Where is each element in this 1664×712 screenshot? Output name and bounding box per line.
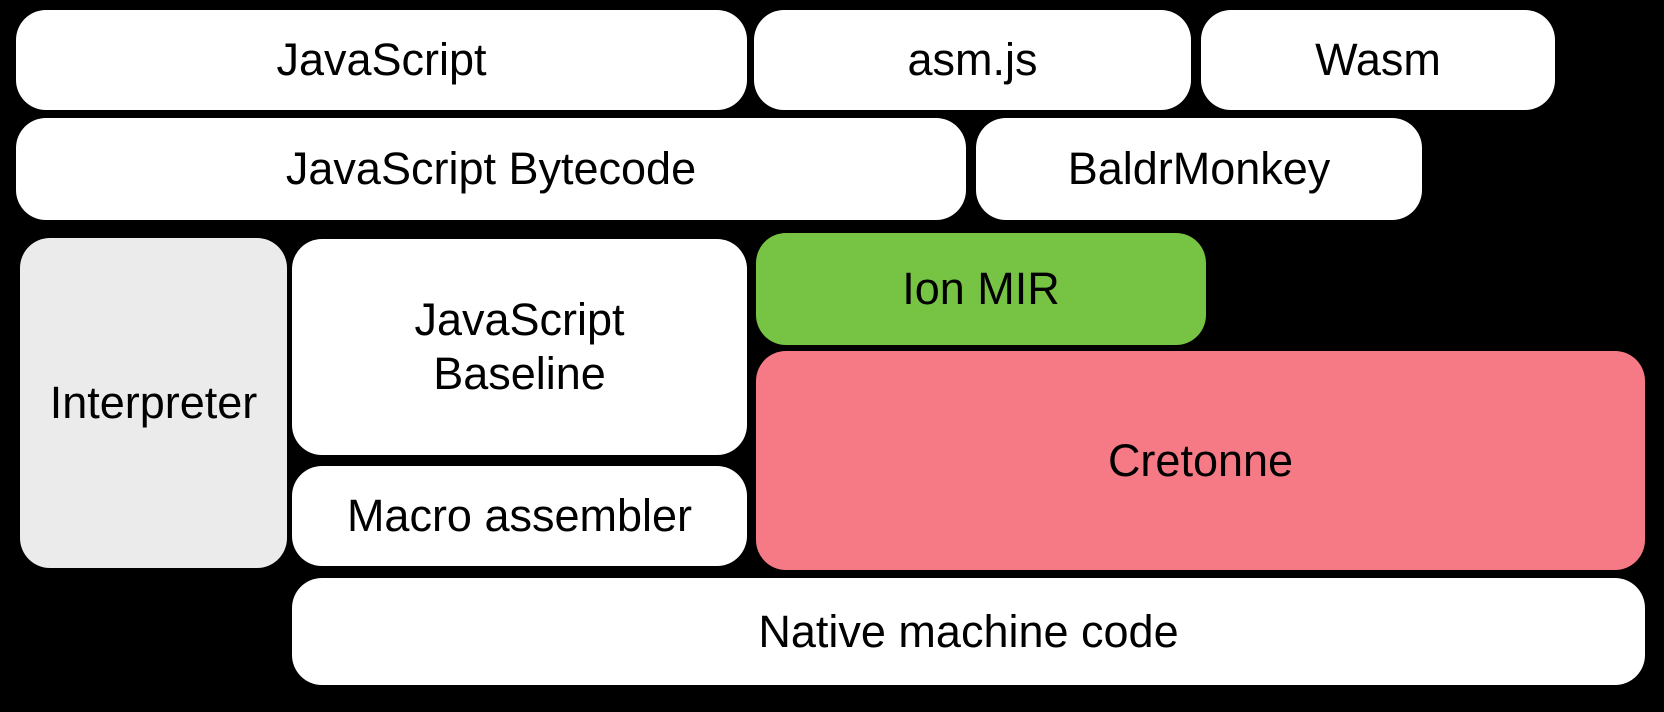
node-label-cretonne: Cretonne xyxy=(1107,434,1294,486)
node-label-javascript-bytecode: JavaScript Bytecode xyxy=(285,143,697,194)
node-javascript-baseline: JavaScript Baseline xyxy=(292,239,747,455)
node-javascript-bytecode: JavaScript Bytecode xyxy=(16,118,966,220)
node-label-wasm: Wasm xyxy=(1315,34,1441,85)
node-label-javascript: JavaScript xyxy=(276,34,487,85)
node-native-machine-code: Native machine code xyxy=(292,578,1645,685)
node-macro-assembler: Macro assembler xyxy=(292,466,747,566)
node-ion-mir: Ion MIR xyxy=(756,233,1206,345)
node-label-asm-js: asm.js xyxy=(907,34,1038,85)
node-label-baldrmonkey: BaldrMonkey xyxy=(1067,143,1331,194)
node-wasm: Wasm xyxy=(1201,10,1555,110)
node-label-macro-assembler: Macro assembler xyxy=(346,490,693,541)
node-cretonne: Cretonne xyxy=(756,351,1645,570)
node-baldrmonkey: BaldrMonkey xyxy=(976,118,1422,220)
node-label-interpreter: Interpreter xyxy=(49,377,258,428)
node-label-javascript-baseline: JavaScript Baseline xyxy=(414,294,625,399)
node-interpreter: Interpreter xyxy=(20,238,287,568)
node-label-native-machine-code: Native machine code xyxy=(758,605,1179,657)
node-asm-js: asm.js xyxy=(754,10,1191,110)
node-javascript: JavaScript xyxy=(16,10,747,110)
node-label-ion-mir: Ion MIR xyxy=(902,263,1060,314)
